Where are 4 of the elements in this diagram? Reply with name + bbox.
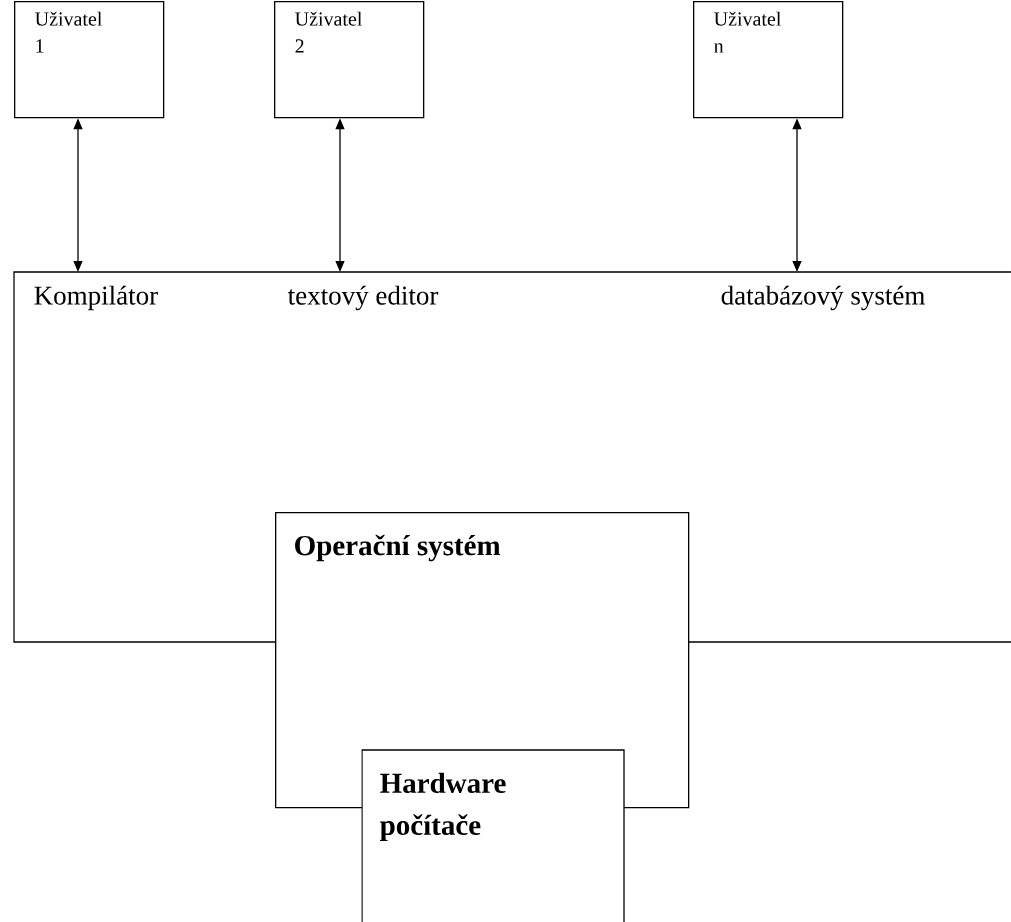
user-box: Uživatel 1 xyxy=(14,1,165,119)
user-box: Uživatel n xyxy=(693,1,844,119)
user-box: Uživatel 2 xyxy=(274,1,425,119)
hardware-box: Hardware počítače xyxy=(361,749,625,922)
